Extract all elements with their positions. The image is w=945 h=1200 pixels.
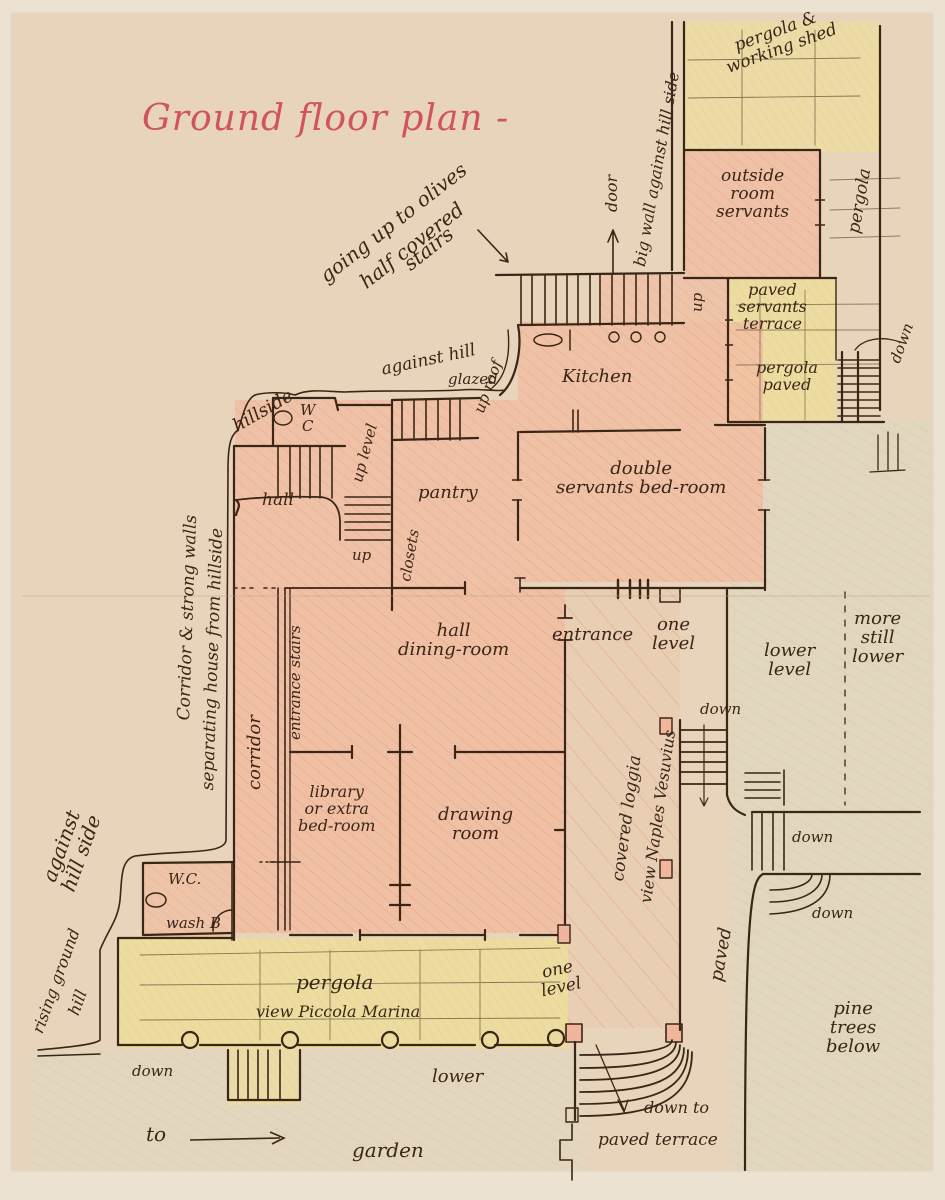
label-hall-dining-room: hall dining-room [398, 620, 510, 660]
label-kitchen: Kitchen [562, 366, 633, 387]
label-hall-small: hall [262, 490, 294, 510]
label-view-piccola-marina: view Piccola Marina [256, 1002, 421, 1021]
label-corridor: corridor [244, 715, 265, 790]
label-up-small: up [352, 546, 372, 564]
label-double-servants-bedroom: double servants bed-room [556, 458, 727, 498]
label-library-bedroom: library or extra bed-room [298, 782, 376, 835]
plan-title: Ground floor plan - [142, 98, 510, 139]
label-pantry: pantry [418, 482, 478, 503]
label-door-top: door [602, 174, 621, 212]
label-wc-top: W C [300, 401, 316, 435]
label-down-loggia: down [700, 700, 742, 718]
label-down-curve: down [812, 904, 854, 922]
label-one-level-top: one level [652, 614, 695, 654]
label-pine-trees-below: pine trees below [826, 998, 881, 1057]
label-drawing-room: drawing room [438, 804, 514, 844]
label-paved-terrace: paved terrace [598, 1130, 718, 1150]
label-down-left: down [132, 1062, 174, 1080]
label-wash-basin: wash B [166, 914, 221, 932]
label-down-mid: down [792, 828, 834, 846]
label-pergola-bottom: pergola [296, 970, 374, 994]
label-wc-bottom: W.C. [168, 870, 202, 888]
label-to: to [146, 1122, 167, 1146]
label-glazed: glazed [448, 370, 498, 388]
label-more-still-lower: more still lower [852, 608, 904, 667]
label-entrance-stairs: entrance stairs [286, 625, 304, 740]
label-up-stair: up [688, 292, 706, 312]
arrow-to-garden-icon [189, 1131, 286, 1145]
color-washes [30, 22, 930, 1170]
ink-lines [37, 20, 922, 1181]
label-entrance: entrance [552, 624, 634, 645]
label-pergola-paved: pergola paved [756, 358, 818, 394]
label-down-to: down to [644, 1098, 710, 1117]
label-paved-servants-terrace: paved servants terrace [738, 280, 807, 333]
label-lower: lower [432, 1066, 484, 1087]
label-lower-level: lower level [764, 640, 816, 680]
label-outside-room-servants: outside room servants [716, 166, 790, 222]
door-ticks [512, 199, 825, 511]
label-garden: garden [352, 1138, 424, 1162]
